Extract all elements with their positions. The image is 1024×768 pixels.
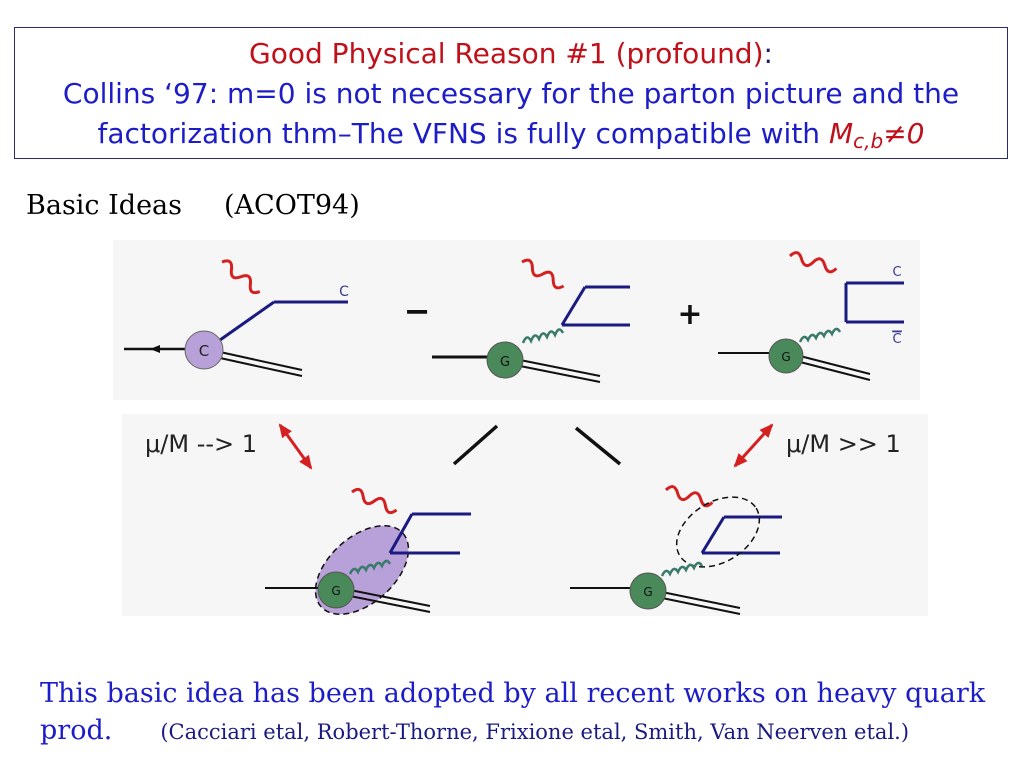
photon-line bbox=[351, 487, 398, 515]
photon-line bbox=[788, 251, 838, 274]
photon-line bbox=[221, 259, 261, 295]
remnant-2 bbox=[661, 597, 741, 615]
title-line1: Good Physical Reason #1 (profound): bbox=[15, 34, 1007, 74]
mass-relation: ≠0 bbox=[883, 117, 925, 150]
title-line3-text: factorization thm–The VFNS is fully comp… bbox=[97, 117, 821, 150]
anticharm-quark-label: C bbox=[892, 332, 901, 347]
diagram-low-scale: G bbox=[265, 487, 471, 615]
footer-citation: (Cacciari etal, Robert-Thorne, Frixione … bbox=[160, 720, 910, 744]
gluon-blob-label: G bbox=[500, 355, 510, 370]
mass-expression: Mc,b≠0 bbox=[828, 117, 925, 153]
title-box: Good Physical Reason #1 (profound): Coll… bbox=[14, 27, 1008, 159]
top-panel bbox=[113, 240, 920, 400]
charm-in-line bbox=[219, 300, 275, 342]
gluon-line bbox=[798, 327, 842, 343]
quark-prop-line bbox=[700, 516, 726, 554]
remnant-1 bbox=[219, 351, 303, 371]
diagram-charm-excitation: C C bbox=[124, 259, 349, 377]
plus-sign: + bbox=[677, 297, 702, 332]
remnant-2 bbox=[799, 361, 871, 381]
diagram-gluon-fusion: G C C bbox=[718, 251, 904, 381]
title-line3: factorization thm–The VFNS is fully comp… bbox=[15, 114, 1007, 161]
minus-sign: − bbox=[404, 292, 431, 330]
gluon-line bbox=[521, 328, 565, 345]
photon-line bbox=[664, 485, 714, 508]
title-colon: : bbox=[763, 37, 773, 70]
scale-label-high: μ/M >> 1 bbox=[786, 430, 901, 458]
remnant-1 bbox=[799, 355, 871, 375]
remnant-2 bbox=[519, 365, 601, 383]
charm-blob-label: C bbox=[199, 342, 209, 360]
diagram-high-scale: G bbox=[570, 485, 782, 615]
mass-symbol: M bbox=[828, 117, 854, 150]
title-line2: Collins ‘97: m=0 is not necessary for th… bbox=[62, 77, 960, 110]
scale-label-low: μ/M --> 1 bbox=[145, 430, 257, 458]
charm-quark-label: C bbox=[892, 265, 901, 280]
red-double-arrow-left bbox=[278, 423, 313, 470]
dashed-circle-hard-process bbox=[675, 496, 761, 568]
basic-ideas-heading: Basic Ideas (ACOT94) bbox=[26, 190, 360, 221]
mass-subscript: c,b bbox=[853, 129, 884, 153]
gluon-blob-label: G bbox=[643, 585, 652, 599]
connector-line-left bbox=[452, 424, 499, 466]
footer-text-block: This basic idea has been adopted by all … bbox=[40, 675, 1000, 751]
basic-ideas-label: Basic Ideas bbox=[26, 190, 183, 221]
gluon-line bbox=[660, 561, 704, 577]
photon-line bbox=[521, 258, 565, 290]
gluon-blob bbox=[629, 572, 667, 610]
bottom-panel bbox=[122, 414, 928, 616]
hadron-arrow bbox=[150, 345, 160, 353]
gluon-blob bbox=[768, 338, 804, 374]
remnant-1 bbox=[349, 589, 431, 607]
gluon-blob-label: G bbox=[331, 584, 340, 598]
diagram-subtraction: G bbox=[432, 258, 630, 383]
quark-prop-line bbox=[560, 286, 587, 326]
remnant-1 bbox=[661, 591, 741, 609]
gluon-blob bbox=[317, 571, 355, 609]
gluon-line bbox=[348, 559, 392, 575]
quark-prop-line bbox=[388, 513, 414, 554]
gluon-blob-label: G bbox=[781, 350, 790, 364]
remnant-2 bbox=[349, 595, 431, 613]
red-double-arrow-right bbox=[733, 423, 774, 468]
title-main: Good Physical Reason #1 (profound) bbox=[249, 37, 764, 70]
charm-blob bbox=[184, 330, 224, 370]
remnant-1 bbox=[519, 359, 601, 377]
basic-ideas-ref: (ACOT94) bbox=[224, 190, 360, 221]
charm-quark-label: C bbox=[339, 284, 349, 300]
connector-line-right bbox=[574, 426, 622, 466]
remnant-2 bbox=[219, 357, 303, 377]
gluon-blob bbox=[486, 341, 524, 379]
footer-text: This basic idea has been adopted by all … bbox=[40, 678, 986, 746]
